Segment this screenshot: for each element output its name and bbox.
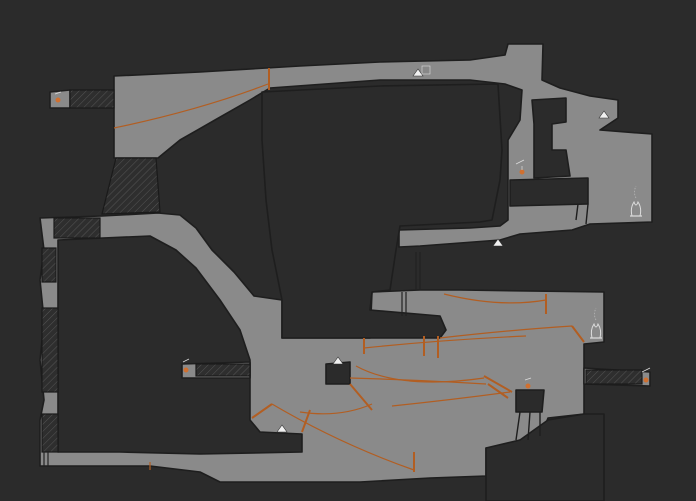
pole[interactable] <box>483 375 513 393</box>
lantern-icon[interactable] <box>182 358 190 373</box>
bottom-right-corner <box>485 413 605 501</box>
map-objects <box>54 65 651 433</box>
ladder-mid[interactable] <box>401 292 407 316</box>
rope[interactable] <box>391 391 511 407</box>
treasure-icon[interactable] <box>412 65 431 77</box>
treasure-icon[interactable] <box>492 238 504 247</box>
rope[interactable] <box>443 293 547 304</box>
rope[interactable] <box>355 365 485 383</box>
eastern-rock-mass <box>509 177 589 207</box>
ladder-east[interactable] <box>415 252 421 290</box>
lantern-icon[interactable] <box>524 377 532 389</box>
ladder-west[interactable] <box>43 452 49 466</box>
pole[interactable] <box>301 409 311 433</box>
lantern-icon[interactable] <box>54 91 62 103</box>
cave-floor <box>39 43 653 501</box>
lower-rock <box>515 389 545 413</box>
shaft-wall-3 <box>41 413 59 453</box>
western-rock-mass <box>57 235 303 455</box>
shaft-wall-2 <box>41 307 59 393</box>
treasure-icon[interactable] <box>598 110 610 119</box>
ropes <box>113 68 585 472</box>
alcove-wall <box>195 363 251 377</box>
pole[interactable] <box>571 325 585 343</box>
lantern-icon[interactable] <box>641 367 651 383</box>
eastern-pillar <box>531 97 571 179</box>
west-ledge <box>53 217 101 239</box>
rope[interactable] <box>113 83 269 129</box>
hatched-walls <box>41 89 643 453</box>
pole[interactable] <box>251 403 273 419</box>
rope[interactable] <box>349 377 487 385</box>
treasure-icon[interactable] <box>332 356 344 365</box>
pole[interactable] <box>487 383 509 399</box>
campfire-icon[interactable] <box>630 185 642 217</box>
west-bridge <box>69 89 115 109</box>
lantern-icon[interactable] <box>515 159 525 175</box>
rope[interactable] <box>271 403 415 471</box>
east-exit-wall <box>585 369 643 385</box>
central-rock-mass <box>261 83 503 339</box>
chasm-drop <box>101 157 161 215</box>
floating-boulder <box>325 361 351 385</box>
campfire-icon[interactable] <box>590 307 602 339</box>
rope[interactable] <box>439 325 573 339</box>
treasure-icon[interactable] <box>276 424 288 433</box>
rope[interactable] <box>363 335 527 349</box>
rope[interactable] <box>299 403 373 415</box>
stalactites <box>515 203 589 441</box>
shaft-wall-1 <box>41 247 57 283</box>
ladders <box>43 252 421 466</box>
